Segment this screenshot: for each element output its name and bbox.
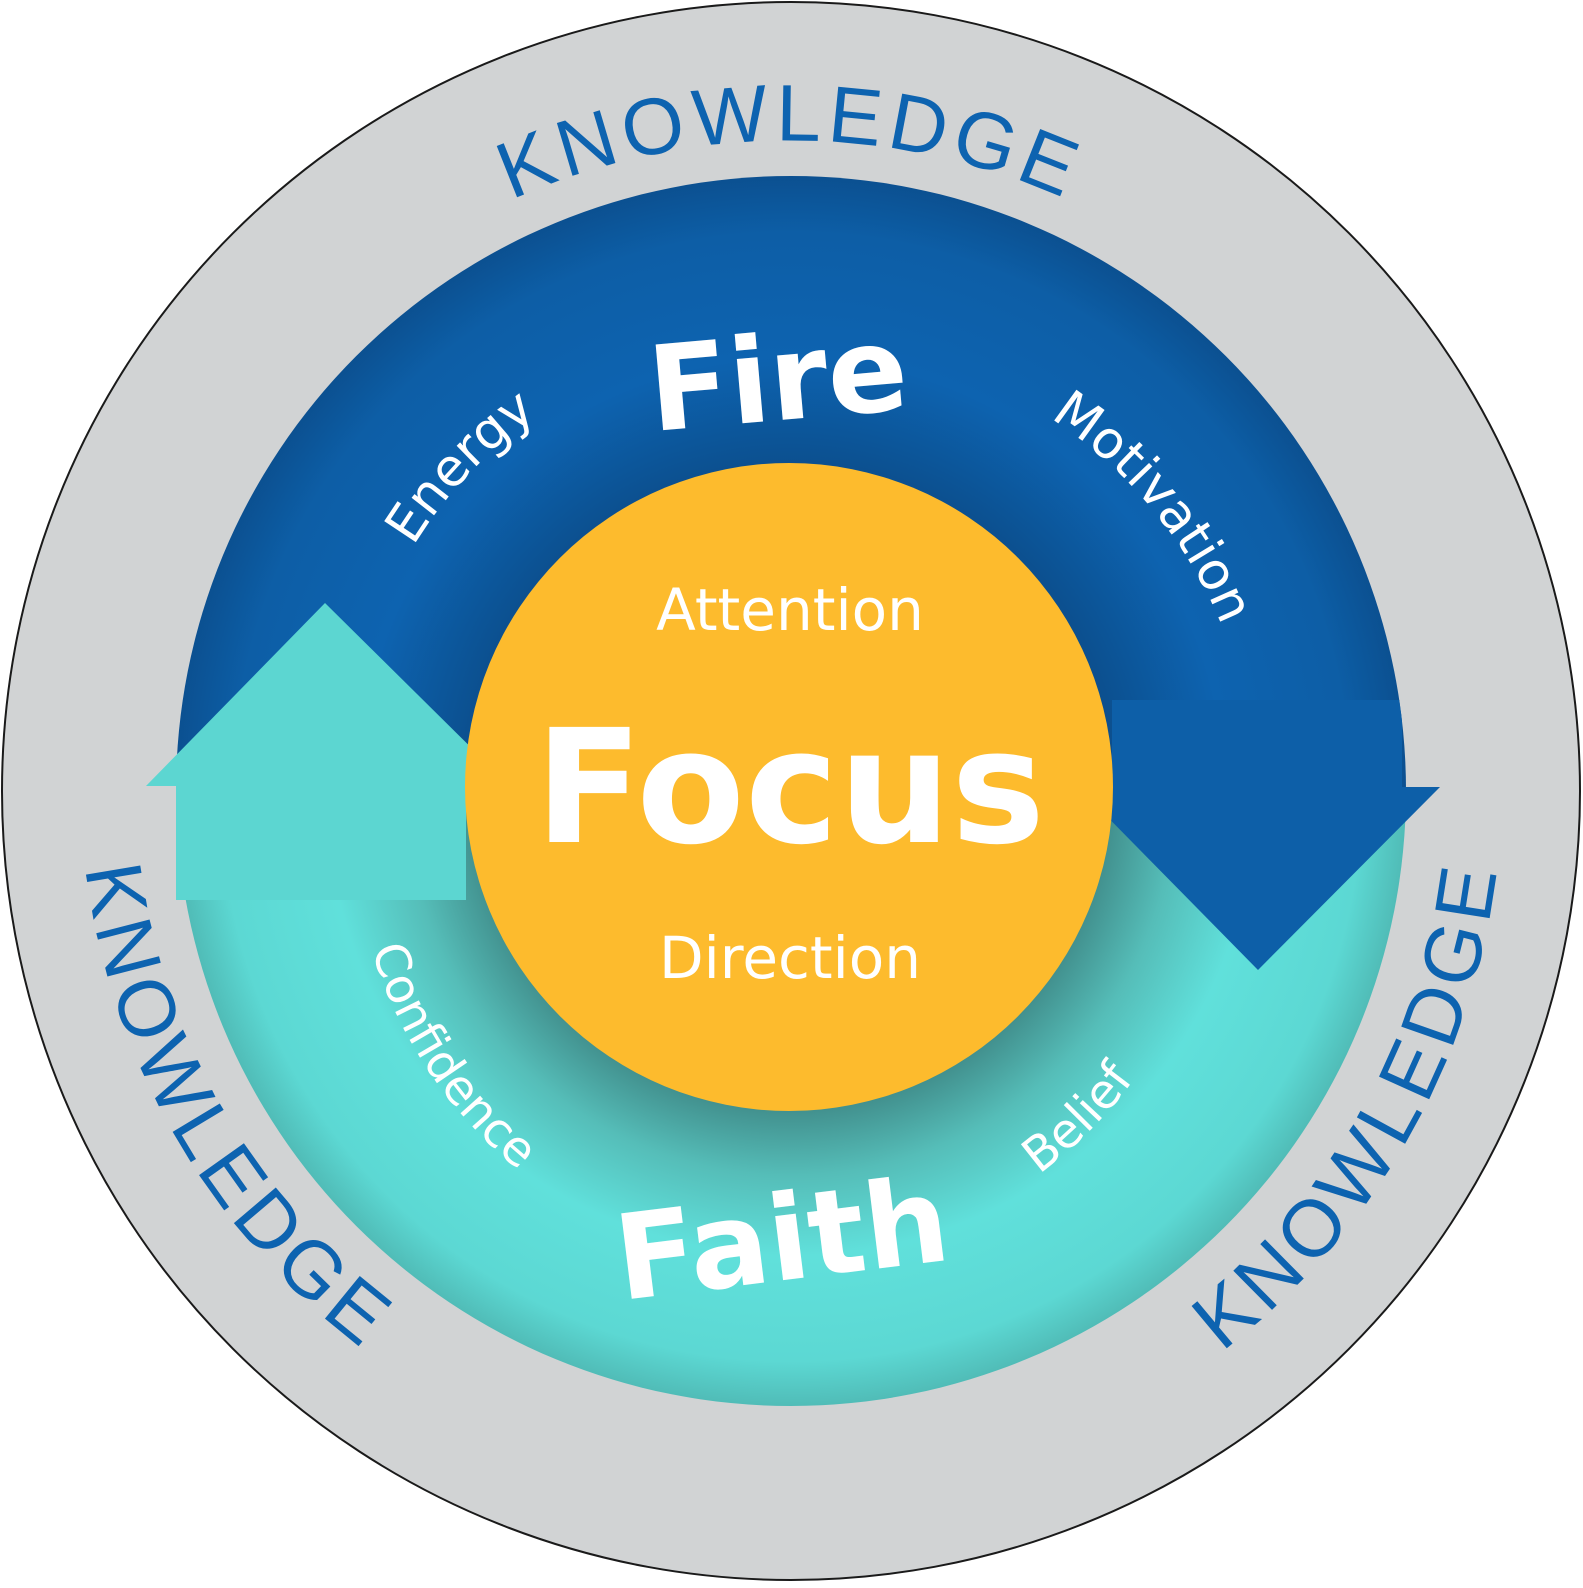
focus-core xyxy=(465,463,1113,1111)
focus-title: Focus xyxy=(535,696,1045,880)
fire-title: Fire xyxy=(643,299,913,459)
focus-label-attention: Attention xyxy=(656,576,924,644)
faith-arrow-icon xyxy=(146,603,510,900)
focus-label-direction: Direction xyxy=(659,924,921,992)
fire-arrow-icon xyxy=(1078,787,1440,970)
